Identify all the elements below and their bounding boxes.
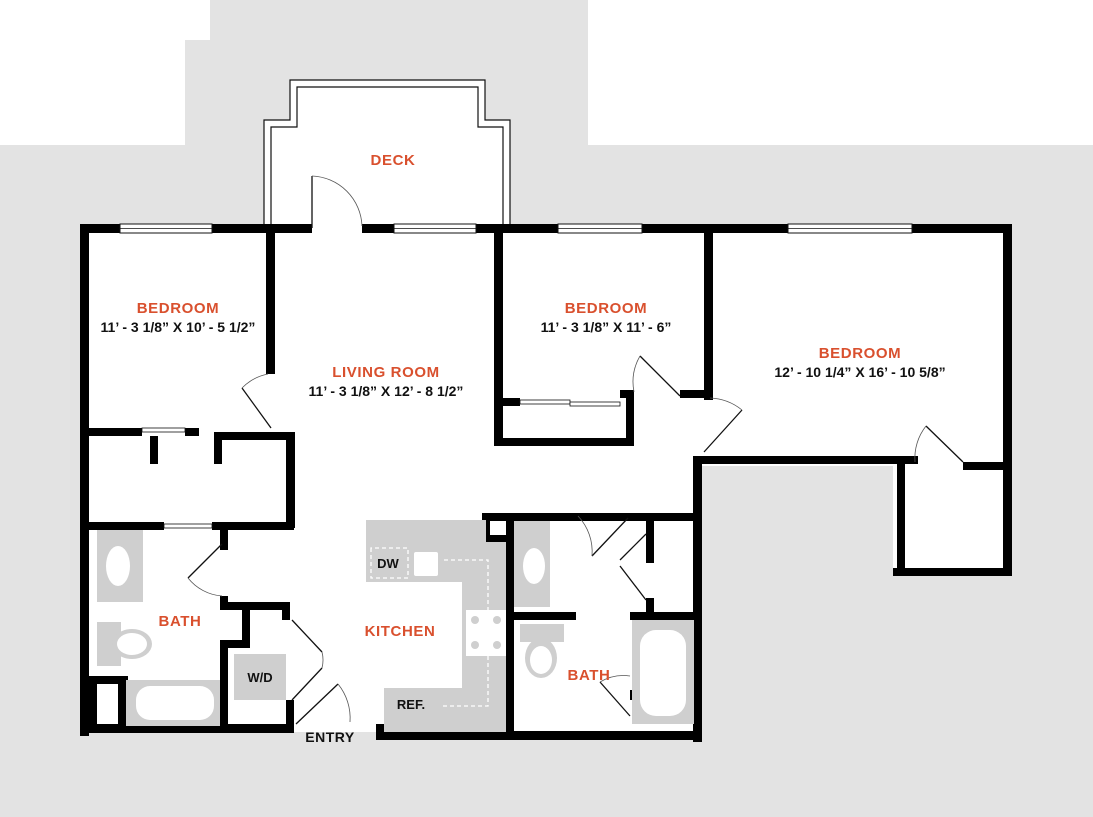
left-bath-fixtures	[97, 530, 220, 726]
label-bedroom-right: BEDROOM	[819, 345, 902, 362]
label-bath-right: BATH	[568, 667, 611, 684]
label-dishwasher: DW	[377, 556, 399, 571]
label-deck: DECK	[371, 152, 416, 169]
label-bedroom-middle: BEDROOM	[565, 300, 648, 317]
windows	[119, 223, 913, 234]
label-bath-left: BATH	[159, 613, 202, 630]
kitchen-counters	[366, 520, 506, 732]
laundry	[234, 654, 286, 700]
label-living-room: LIVING ROOM	[332, 364, 439, 381]
walls	[80, 224, 1012, 742]
right-bath-fixtures	[514, 521, 694, 724]
label-entry: ENTRY	[305, 729, 355, 745]
unit-floor	[80, 80, 1012, 740]
label-washer-dryer: W/D	[247, 670, 272, 685]
doors	[187, 175, 964, 725]
room-labels: DECK BEDROOM 11’ - 3 1/8” X 10’ - 5 1/2”…	[101, 152, 946, 745]
closet-doors	[141, 399, 621, 529]
dim-bedroom-middle: 11’ - 3 1/8” X 11’ - 6”	[541, 319, 672, 335]
label-bedroom-left: BEDROOM	[137, 300, 220, 317]
dim-living-room: 11’ - 3 1/8” X 12’ - 8 1/2”	[309, 383, 464, 399]
dim-bedroom-right: 12’ - 10 1/4” X 16’ - 10 5/8”	[774, 364, 945, 380]
deck-railing	[263, 79, 511, 226]
label-refrigerator: REF.	[397, 697, 425, 712]
dim-bedroom-left: 11’ - 3 1/8” X 10’ - 5 1/2”	[101, 319, 256, 335]
label-kitchen: KITCHEN	[365, 623, 436, 640]
